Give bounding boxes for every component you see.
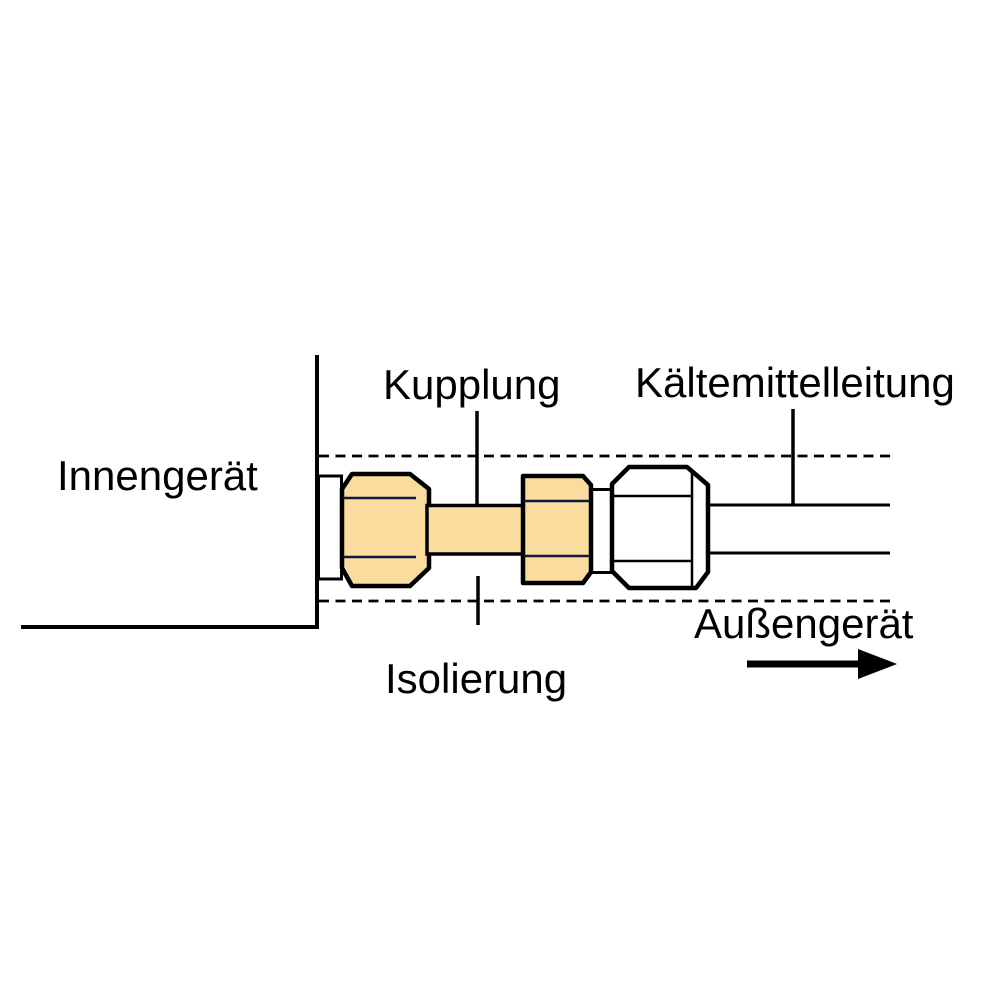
label-indoor-unit: Innengerät [57,452,258,499]
flow-arrow-right-icon [747,649,897,679]
coupling-nut-right [520,473,594,586]
label-outdoor-unit: Außengerät [694,600,914,647]
indoor-unit-outline [21,355,319,629]
label-insulation: Isolierung [385,655,567,702]
flow-arrow-head [858,649,897,679]
refrigerant-line-nut [609,464,711,591]
coupling-body-pipe [425,503,527,556]
indoor-unit-port-stub [317,474,343,581]
label-coupling: Kupplung [383,361,561,408]
label-refrigerant-line: Kältemittelleitung [635,359,955,406]
coupling-nut-left [339,471,432,589]
